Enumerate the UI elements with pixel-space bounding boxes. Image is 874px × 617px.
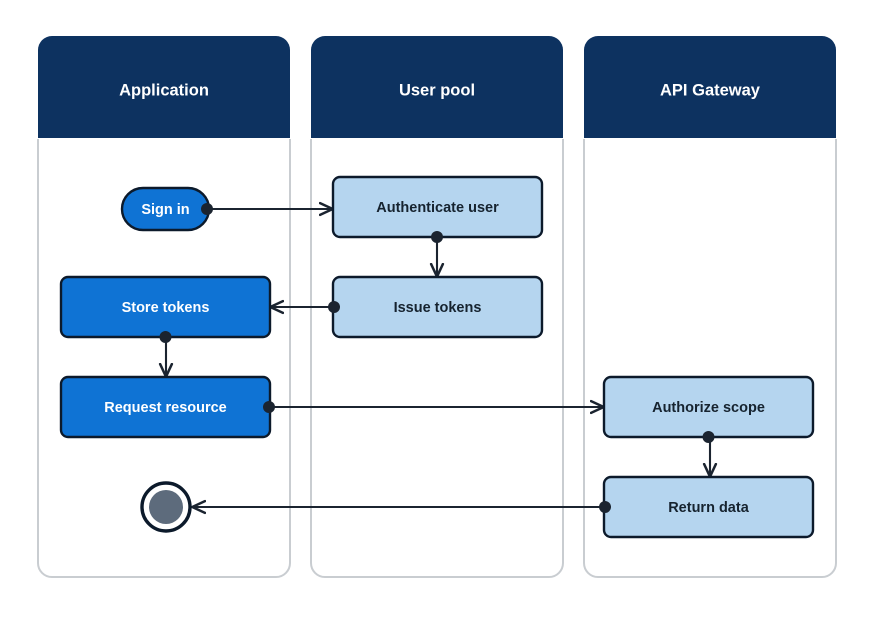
connector-dot-issue-tokens: [328, 301, 340, 313]
node-return-data-label: Return data: [668, 500, 750, 516]
lane-application-body: [37, 139, 291, 578]
node-request-resource[interactable]: Request resource: [59, 375, 272, 439]
connector-dot-store-tokens: [159, 331, 172, 343]
node-sign-in-label: Sign in: [141, 202, 189, 218]
node-sign-in[interactable]: Sign in: [120, 186, 211, 232]
node-authorize-scope-label: Authorize scope: [652, 400, 765, 416]
node-store-tokens-label: Store tokens: [122, 300, 210, 316]
lane-title-application: Application: [119, 81, 209, 99]
connector-layer: [166, 209, 710, 507]
node-end-node[interactable]: [140, 481, 192, 533]
connector-dot-authorize-scope: [702, 431, 715, 443]
node-authenticate-user[interactable]: Authenticate user: [331, 175, 544, 239]
node-issue-tokens-label: Issue tokens: [394, 300, 482, 316]
lane-title-user-pool: User pool: [399, 81, 475, 99]
lane-user-pool-header: [311, 36, 563, 138]
connector-dot-return-data: [599, 501, 611, 513]
connector-dot-authenticate-user: [431, 231, 443, 243]
lane-user-pool-body: [310, 139, 564, 578]
connector-dot-request-resource: [263, 401, 275, 413]
node-return-data[interactable]: Return data: [602, 475, 815, 539]
node-request-resource-label: Request resource: [104, 400, 227, 416]
node-store-tokens[interactable]: Store tokens: [59, 275, 272, 339]
node-issue-tokens[interactable]: Issue tokens: [331, 275, 544, 339]
lane-application: Application: [37, 36, 291, 578]
lane-title-api-gateway: API Gateway: [660, 81, 761, 99]
node-authenticate-user-label: Authenticate user: [376, 200, 499, 216]
node-authorize-scope[interactable]: Authorize scope: [602, 375, 815, 439]
lane-api-gateway-body: [583, 139, 837, 578]
lane-application-header: [38, 36, 290, 138]
connector-source-dots: [159, 203, 715, 513]
lane-api-gateway: API Gateway: [583, 36, 837, 578]
lane-user-pool: User pool: [310, 36, 564, 578]
lane-api-gateway-header: [584, 36, 836, 138]
connector-dot-sign-in: [201, 203, 213, 215]
